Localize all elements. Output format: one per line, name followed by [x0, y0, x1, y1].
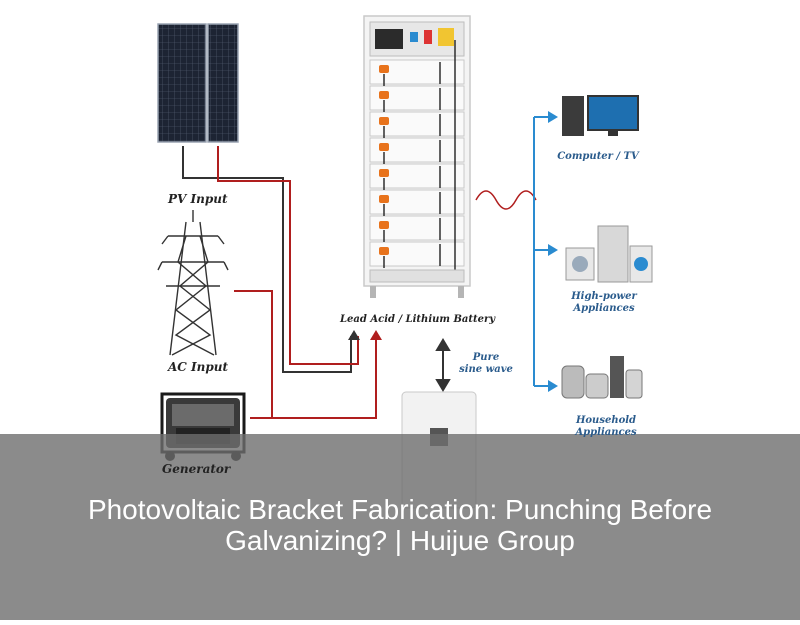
household-label: Household Appliances: [564, 415, 648, 438]
high-power-appliances-icon: [565, 225, 653, 283]
sine-wave-icon: [475, 190, 537, 210]
sine-wave-label: Pure sine wave: [458, 352, 514, 375]
battery-inverter-arrow: [435, 338, 451, 392]
power-tower-icon: [157, 210, 229, 356]
pv-input-label: PV Input: [168, 192, 228, 206]
high-power-label-line2: Appliances: [573, 302, 635, 314]
page-title: Photovoltaic Bracket Fabrication: Punchi…: [87, 494, 713, 556]
battery-label: Lead Acid / Lithium Battery: [340, 314, 496, 325]
sine-wave-label-line1: Pure: [472, 352, 500, 363]
computer-tv-label: Computer / TV: [557, 151, 639, 162]
household-label-line2: Appliances: [575, 426, 637, 438]
generator-label: Generator: [162, 462, 231, 476]
household-label-line1: Household: [575, 415, 637, 426]
ac-input-label: AC Input: [168, 360, 229, 374]
computer-tv-icon: [562, 95, 639, 136]
pv-wires: [182, 146, 377, 419]
household-appliances-icon: [561, 356, 643, 399]
solar-panel-icon: [157, 23, 239, 143]
high-power-label-line1: High-power: [571, 291, 637, 302]
input-arrowheads: [348, 330, 382, 340]
output-arrowheads: [548, 111, 558, 392]
sine-wave-label-line2: sine wave: [459, 363, 513, 375]
high-power-label: High-power Appliances: [562, 291, 646, 314]
caption-overlay: [0, 434, 800, 620]
battery-rack-icon: [363, 15, 471, 298]
